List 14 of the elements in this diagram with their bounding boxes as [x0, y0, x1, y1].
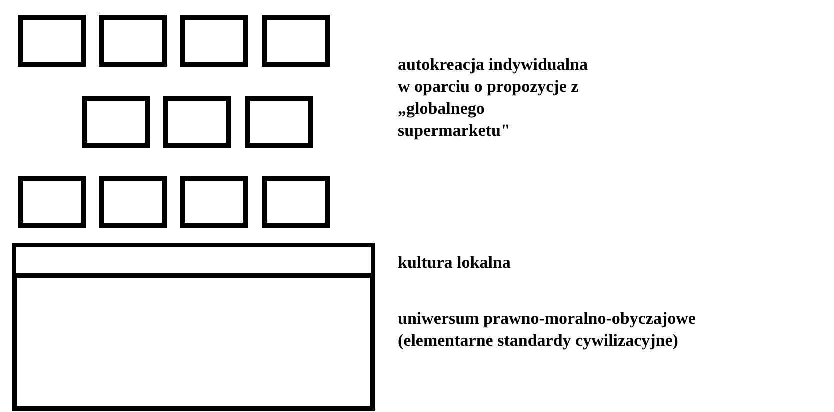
square-box: [99, 176, 167, 228]
square-box: [18, 15, 86, 67]
caption: autokreacja indywidualna w oparciu o propozycje z „globalnego supermarketu": [398, 54, 590, 142]
square-box: [245, 96, 313, 148]
square-box: [82, 96, 150, 148]
square-box: [180, 15, 248, 67]
node-label: kultura lokalna: [398, 252, 512, 274]
square-box: [18, 176, 86, 228]
square-box: [180, 176, 248, 228]
square-box: [262, 176, 330, 228]
square-box: [262, 15, 330, 67]
square-box: [163, 96, 231, 148]
square-box: [99, 15, 167, 67]
node-label: uniwersum prawno-moralno-obyczajowe (elementarne standardy cywilizacyjne): [398, 308, 697, 352]
